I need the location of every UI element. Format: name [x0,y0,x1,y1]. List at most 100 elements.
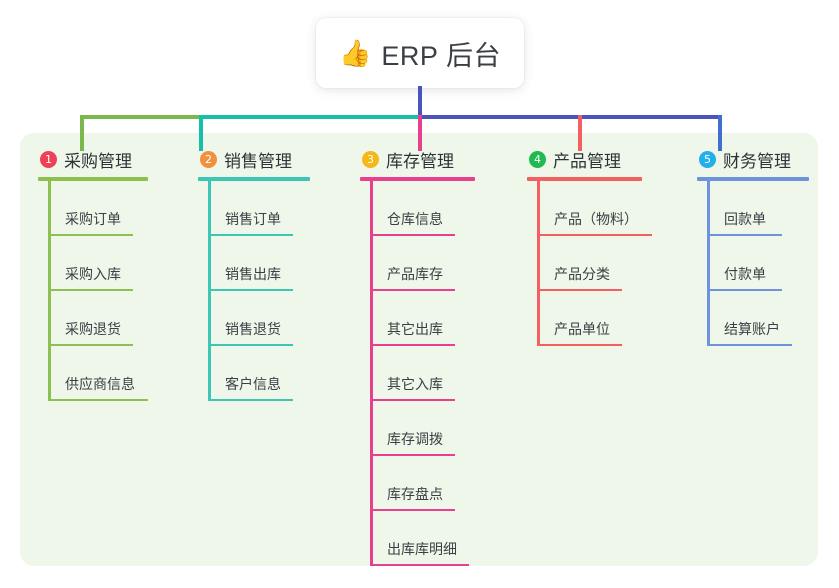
leaf-item[interactable]: 出库库明细 [360,511,475,566]
branch-column-inventory: 3 库存管理仓库信息产品库存其它出库其它入库库存调拨库存盘点出库库明细 [360,147,475,566]
leaf-underline [370,399,455,401]
leaf-underline [707,234,782,236]
branch-title: 财务管理 [723,151,791,171]
leaf-underline [48,344,133,346]
leaf-label: 采购入库 [65,266,121,282]
leaf-item[interactable]: 销售出库 [198,236,310,291]
leaf-item[interactable]: 付款单 [697,236,809,291]
branch-spine [48,181,51,401]
leaf-label: 产品分类 [554,266,610,282]
branch-header-sales[interactable]: 2 销售管理 [198,147,310,171]
leaf-label: 回款单 [724,211,766,227]
branch-title: 产品管理 [553,151,621,171]
leaf-item[interactable]: 库存调拨 [360,401,475,456]
leaf-item[interactable]: 销售退货 [198,291,310,346]
branch-spine [208,181,211,401]
trunk-segment-teal [199,115,422,119]
leaf-item[interactable]: 销售订单 [198,181,310,236]
root-title: ERP 后台 [381,40,501,71]
branch-number-badge: 4 [529,150,546,168]
leaf-underline [208,399,293,401]
branch-column-finance: 5 财务管理回款单付款单结算账户 [697,147,809,346]
branch-number-badge: 3 [362,150,379,168]
leaf-underline [370,509,455,511]
branch-column-sales: 2 销售管理销售订单销售出库销售退货客户信息 [198,147,310,401]
branch-children-purchase: 采购订单采购入库采购退货供应商信息 [38,181,148,401]
leaf-underline [370,289,455,291]
leaf-underline [208,234,293,236]
branch-column-purchase: 1 采购管理采购订单采购入库采购退货供应商信息 [38,147,148,401]
branch-underline [198,177,310,181]
leaf-underline [208,344,293,346]
drop-sales [199,115,203,151]
leaf-label: 结算账户 [724,321,780,337]
leaf-item[interactable]: 产品库存 [360,236,475,291]
branch-column-product: 4 产品管理产品（物料） 产品分类产品单位 [527,147,652,346]
branch-number-badge: 1 [40,150,57,168]
leaf-item[interactable]: 回款单 [697,181,809,236]
leaf-underline [48,289,133,291]
leaf-item[interactable]: 供应商信息 [38,346,148,401]
branch-children-finance: 回款单付款单结算账户 [697,181,809,346]
leaf-underline [208,289,293,291]
root-stem-line [418,86,422,117]
leaf-label: 库存盘点 [387,486,443,502]
leaf-label: 库存调拨 [387,431,443,447]
leaf-label: 出库库明细 [387,541,457,557]
leaf-underline [707,344,792,346]
leaf-label: 付款单 [724,266,766,282]
leaf-label: 采购退货 [65,321,121,337]
leaf-item[interactable]: 客户信息 [198,346,310,401]
drop-product [578,115,582,151]
trunk-segment-green [80,115,199,119]
leaf-underline [48,234,133,236]
leaf-label: 其它入库 [387,376,443,392]
drop-purchase [80,115,84,151]
leaf-label: 客户信息 [225,376,281,392]
leaf-item[interactable]: 采购订单 [38,181,148,236]
leaf-label: 供应商信息 [65,376,135,392]
leaf-label: 产品库存 [387,266,443,282]
leaf-underline [537,289,622,291]
leaf-label: 产品（物料） [554,211,638,227]
branch-underline [527,177,642,181]
leaf-label: 销售订单 [225,211,281,227]
branch-number-badge: 5 [699,150,716,168]
leaf-label: 仓库信息 [387,211,443,227]
leaf-underline [370,454,455,456]
branch-children-product: 产品（物料） 产品分类产品单位 [527,181,652,346]
branch-header-inventory[interactable]: 3 库存管理 [360,147,475,171]
leaf-item[interactable]: 结算账户 [697,291,809,346]
branch-title: 库存管理 [386,151,454,171]
leaf-item[interactable]: 采购退货 [38,291,148,346]
leaf-label: 采购订单 [65,211,121,227]
branch-number-badge: 2 [200,150,217,168]
drop-finance [718,115,722,151]
leaf-item[interactable]: 库存盘点 [360,456,475,511]
leaf-underline [537,234,652,236]
leaf-item[interactable]: 产品（物料） [527,181,652,236]
leaf-label: 销售出库 [225,266,281,282]
root-node[interactable]: 👍 ERP 后台 [316,18,524,88]
branch-header-finance[interactable]: 5 财务管理 [697,147,809,171]
leaf-underline [370,344,455,346]
branch-panel [20,133,818,566]
leaf-item[interactable]: 仓库信息 [360,181,475,236]
leaf-item[interactable]: 产品分类 [527,236,642,291]
branch-underline [697,177,809,181]
leaf-underline [537,344,622,346]
leaf-item[interactable]: 其它出库 [360,291,475,346]
branch-title: 采购管理 [64,151,132,171]
leaf-item[interactable]: 采购入库 [38,236,148,291]
branch-title: 销售管理 [224,151,292,171]
leaf-item[interactable]: 产品单位 [527,291,642,346]
leaf-item[interactable]: 其它入库 [360,346,475,401]
branch-underline [360,177,475,181]
branch-underline [38,177,148,181]
branch-spine [370,181,373,566]
branch-spine [707,181,710,346]
leaf-underline [48,399,148,401]
branch-header-product[interactable]: 4 产品管理 [527,147,642,171]
branch-header-purchase[interactable]: 1 采购管理 [38,147,148,171]
